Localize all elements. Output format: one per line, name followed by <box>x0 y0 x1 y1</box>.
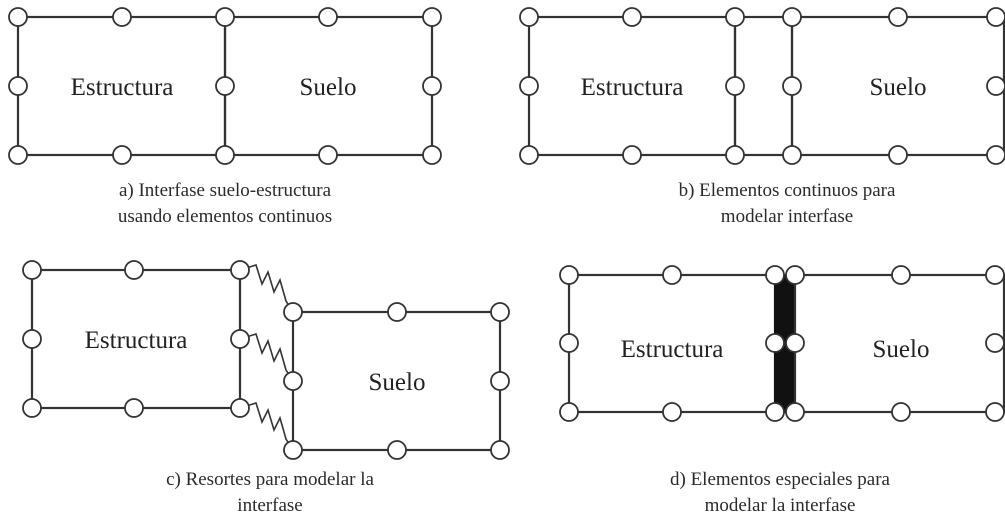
node <box>559 265 579 285</box>
panel-c-caption-line-1: c) Resortes para modelar la <box>166 469 374 490</box>
node <box>622 7 642 27</box>
panel-d-caption-line-1: d) Elementos especiales para <box>670 469 890 490</box>
node <box>725 7 745 27</box>
node <box>559 402 579 422</box>
node <box>765 265 785 285</box>
node <box>283 302 303 322</box>
node <box>22 398 42 418</box>
node <box>785 265 805 285</box>
node <box>891 265 911 285</box>
node <box>782 7 802 27</box>
panel-a-caption-line-2: usando elementos continuos <box>117 206 333 227</box>
node <box>318 7 338 27</box>
node <box>283 371 303 391</box>
panel-a: Estructura Suelo <box>8 7 442 165</box>
node <box>387 440 407 460</box>
panel-c: Estructura Suelo <box>22 260 510 460</box>
node <box>490 371 510 391</box>
panel-d-nodes <box>559 265 1005 422</box>
panel-d-caption-line-2: modelar la interfase <box>704 495 856 516</box>
node <box>490 440 510 460</box>
panel-c-caption-line-2: interfase <box>237 495 303 516</box>
node <box>785 333 805 353</box>
node <box>8 76 28 96</box>
node <box>888 145 908 165</box>
panel-a-caption: a) Interfase suelo-estructura usando ele… <box>45 178 405 230</box>
node <box>559 333 579 353</box>
node <box>22 260 42 280</box>
node <box>112 145 132 165</box>
panel-b: Estructura Suelo <box>519 7 1005 165</box>
node <box>986 76 1005 96</box>
node <box>230 260 250 280</box>
panel-d-caption: d) Elementos especiales para modelar la … <box>600 467 960 519</box>
panel-a-caption-line-1: a) Interfase suelo-estructura <box>118 180 332 201</box>
node <box>422 7 442 27</box>
node <box>8 145 28 165</box>
node <box>112 7 132 27</box>
node <box>662 265 682 285</box>
node <box>986 145 1005 165</box>
panel-a-structure-label: Estructura <box>71 74 174 101</box>
panel-b-caption: b) Elementos continuos para modelar inte… <box>607 178 967 230</box>
node <box>422 145 442 165</box>
panel-b-structure-label: Estructura <box>581 74 684 101</box>
panel-d-soil-label: Suelo <box>873 336 930 363</box>
node <box>215 76 235 96</box>
node <box>519 145 539 165</box>
panel-b-caption-line-1: b) Elementos continuos para <box>678 180 896 201</box>
node <box>785 402 805 422</box>
node <box>622 145 642 165</box>
node <box>765 402 785 422</box>
node <box>387 302 407 322</box>
node <box>124 398 144 418</box>
node <box>891 402 911 422</box>
node <box>765 333 785 353</box>
node <box>782 76 802 96</box>
node <box>519 76 539 96</box>
spring-middle <box>239 332 294 382</box>
panel-b-nodes <box>519 7 1005 165</box>
node <box>985 333 1005 353</box>
node <box>230 398 250 418</box>
node <box>230 329 250 349</box>
node <box>782 145 802 165</box>
spring-bottom <box>239 401 294 451</box>
panel-b-caption-line-2: modelar interfase <box>720 206 854 227</box>
node <box>8 7 28 27</box>
node <box>124 260 144 280</box>
node <box>215 145 235 165</box>
spring-top <box>239 263 294 313</box>
panel-a-nodes <box>8 7 442 165</box>
node <box>985 402 1005 422</box>
node <box>725 76 745 96</box>
panel-c-structure-label: Estructura <box>85 327 188 354</box>
node <box>490 302 510 322</box>
panel-a-soil-label: Suelo <box>300 74 357 101</box>
node <box>283 440 303 460</box>
node <box>985 265 1005 285</box>
node <box>986 7 1005 27</box>
panel-c-nodes <box>22 260 510 460</box>
node <box>318 145 338 165</box>
panel-c-soil-label: Suelo <box>369 369 426 396</box>
node <box>422 76 442 96</box>
panel-c-caption: c) Resortes para modelar la interfase <box>90 467 450 519</box>
panel-b-soil-label: Suelo <box>870 74 927 101</box>
node <box>725 145 745 165</box>
node <box>662 402 682 422</box>
node <box>215 7 235 27</box>
panel-c-springs <box>239 263 294 451</box>
node <box>888 7 908 27</box>
panel-d: Estructura Suelo <box>559 265 1005 422</box>
panel-d-structure-label: Estructura <box>621 336 724 363</box>
node <box>22 329 42 349</box>
node <box>519 7 539 27</box>
